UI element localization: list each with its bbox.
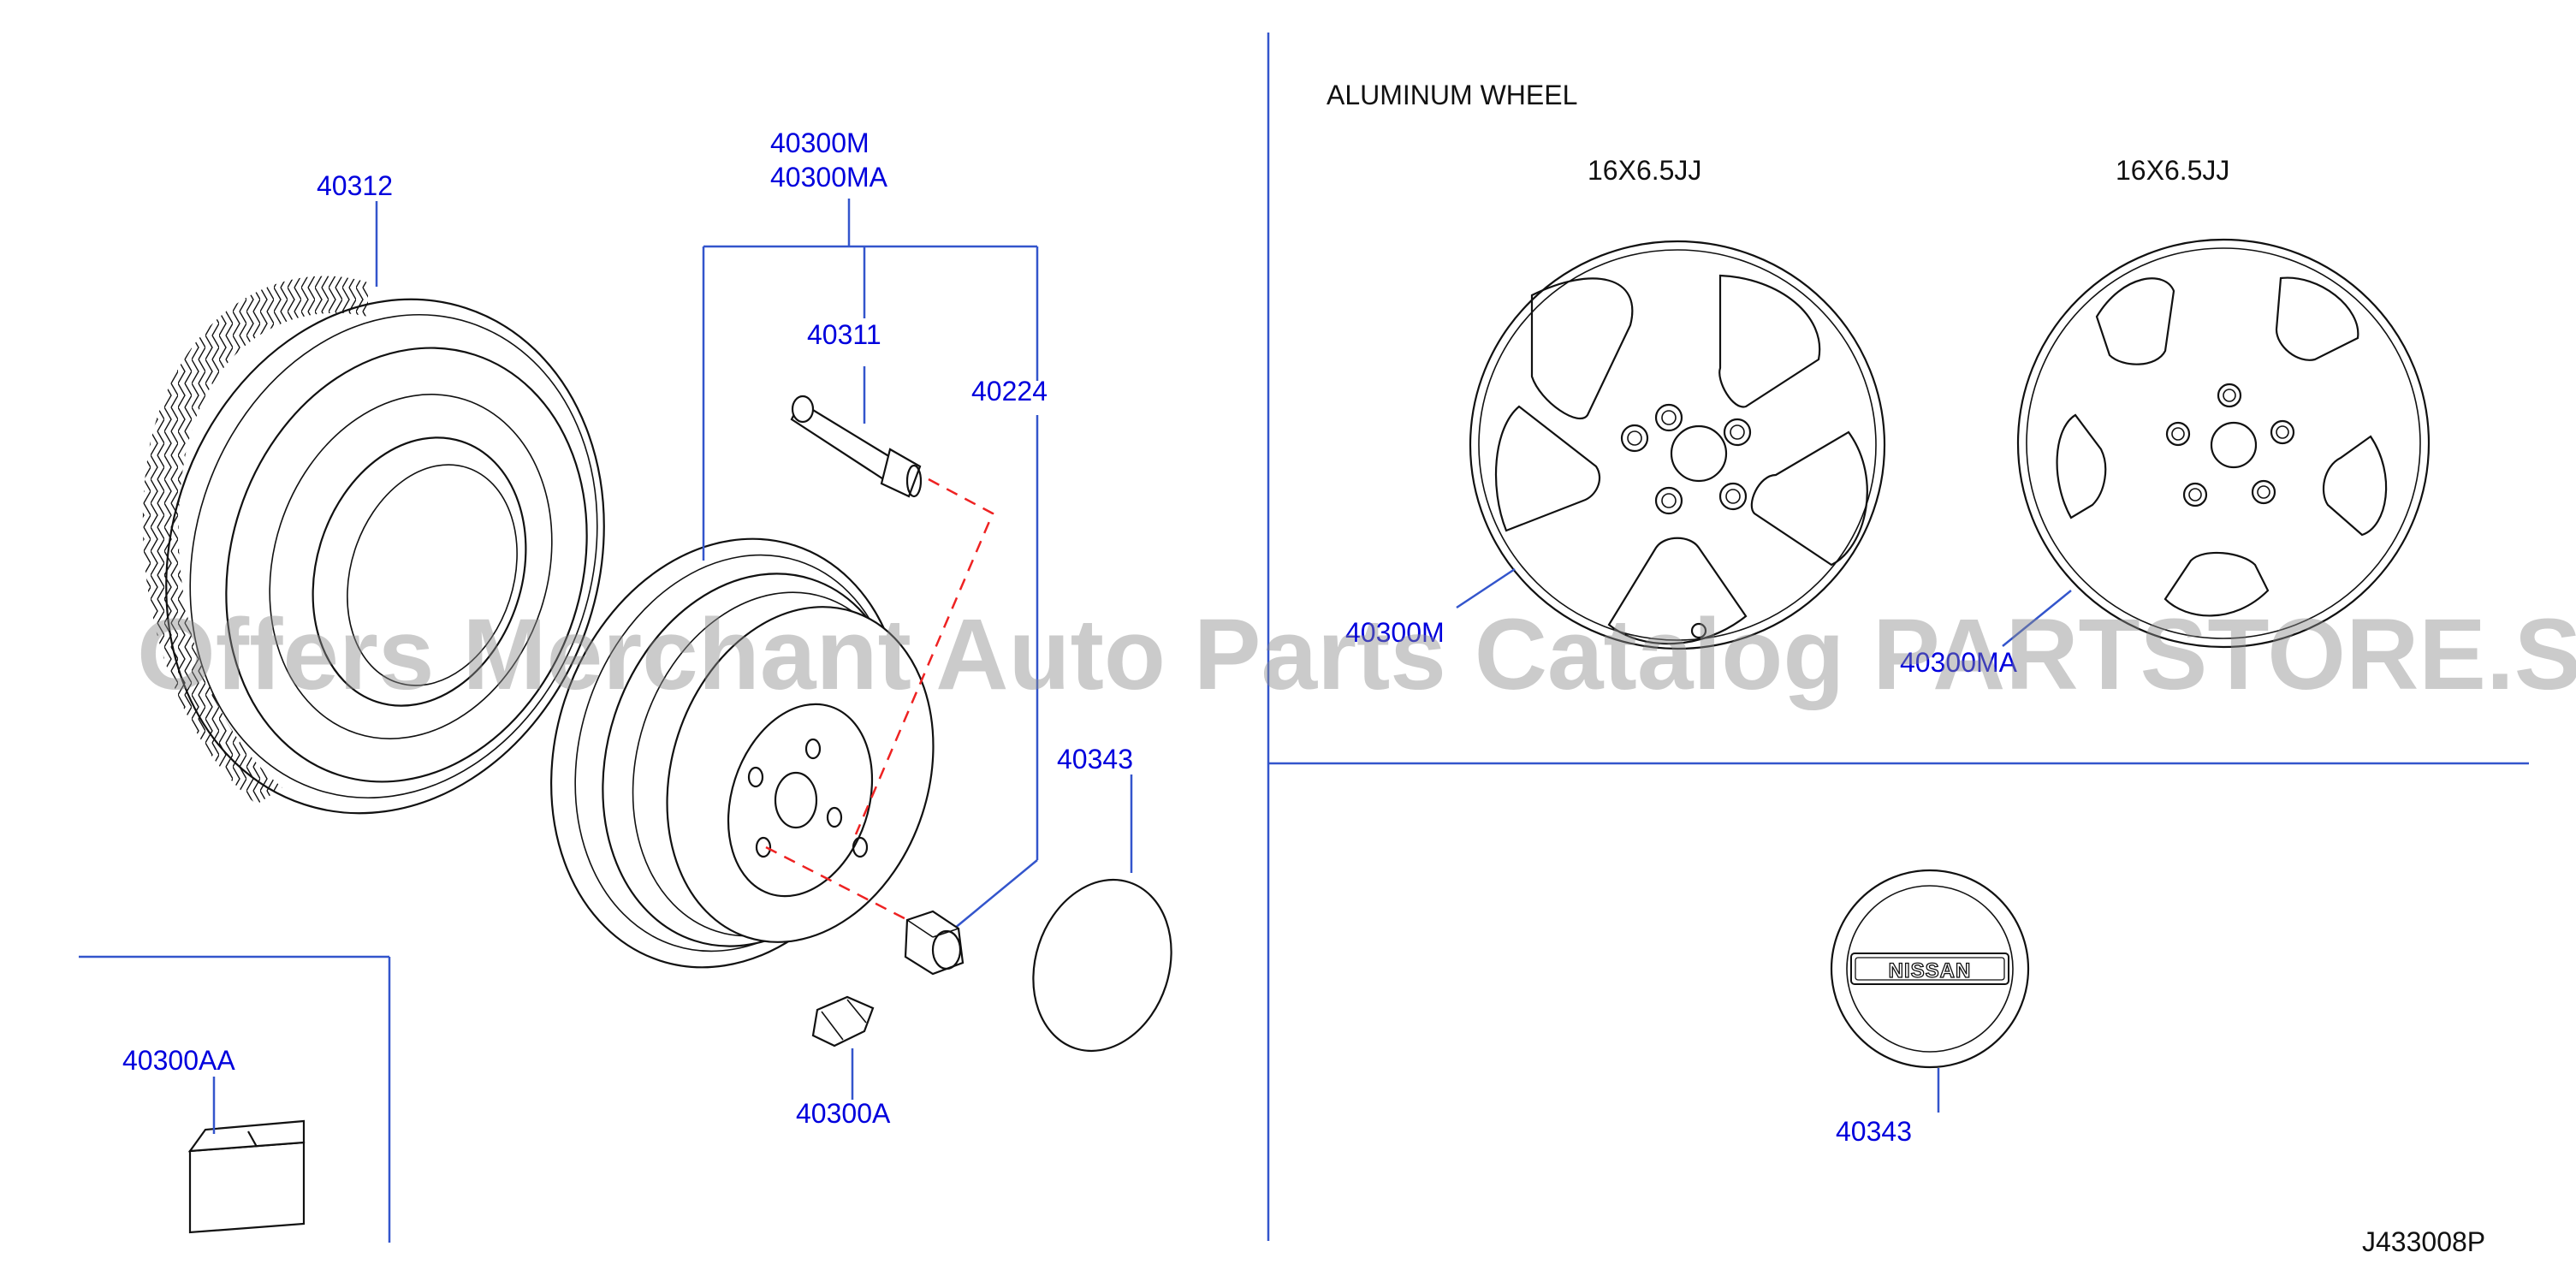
part-label-40300ma[interactable]: 40300MA: [770, 162, 888, 193]
wheel-nut-drawing: [904, 910, 965, 976]
nissan-emblem-text: NISSAN: [1889, 959, 1972, 982]
valve-drawing: [790, 395, 923, 498]
part-label-40300m[interactable]: 40300M: [770, 128, 870, 158]
center-cap-drawing: [1032, 878, 1172, 1053]
part-label-40311[interactable]: 40311: [807, 319, 881, 350]
size-label-left: 16X6.5JJ: [1588, 155, 1701, 186]
part-label-40224[interactable]: 40224: [971, 376, 1048, 407]
part-label-40312[interactable]: 40312: [317, 170, 393, 201]
part-label-40300aa[interactable]: 40300AA: [122, 1045, 235, 1076]
part-label-40343-alu[interactable]: 40343: [1836, 1116, 1912, 1147]
section-title: ALUMINUM WHEEL: [1327, 80, 1577, 110]
alu-wheel-right-drawing: [2016, 238, 2431, 649]
valve-path-dashed: [854, 478, 994, 835]
leader-wheel-bracket: [702, 199, 1039, 929]
nut-path-dashed: [765, 846, 925, 930]
nissan-cap-drawing: [1830, 869, 2030, 1069]
adhesive-weight-drawing: [187, 1119, 306, 1234]
tire-drawing: [142, 276, 605, 815]
part-label-40300ma-alu[interactable]: 40300MA: [1900, 647, 2018, 678]
section-dividers: [79, 33, 2529, 1243]
size-label-right: 16X6.5JJ: [2116, 155, 2229, 186]
watermark-text: Offers Merchant Auto Parts Catalog PARTS…: [137, 598, 2576, 711]
alu-wheel-left-drawing: [1469, 240, 1886, 650]
part-label-40343-steel[interactable]: 40343: [1057, 744, 1133, 774]
part-label-40300a[interactable]: 40300A: [796, 1098, 891, 1129]
part-label-40300m-alu[interactable]: 40300M: [1345, 617, 1445, 648]
clip-weight-drawing: [811, 995, 875, 1047]
diagram-code: J433008P: [2362, 1226, 2485, 1257]
leader-alu-wheel-left: [1456, 567, 1516, 609]
steel-wheel-drawing: [550, 537, 935, 969]
leader-alu-wheel-right: [2002, 590, 2072, 647]
